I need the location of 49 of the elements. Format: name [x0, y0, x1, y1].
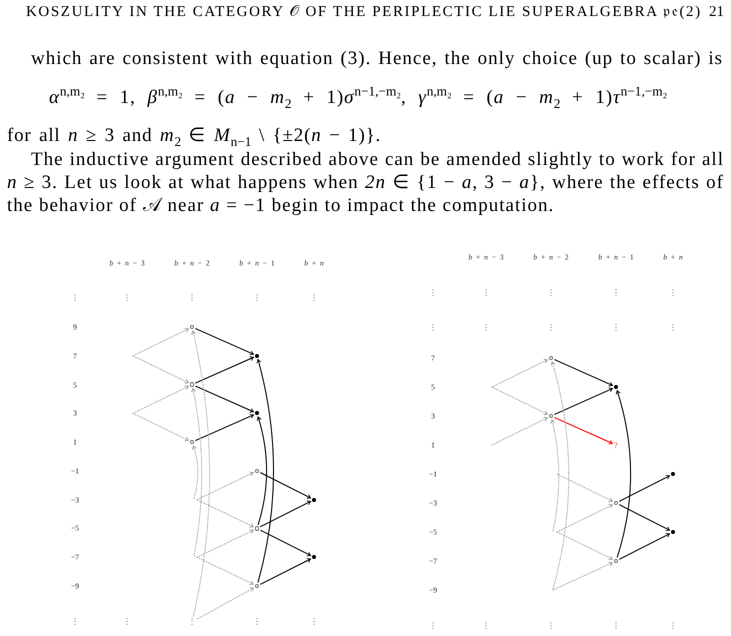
open-circle-icon	[548, 414, 554, 418]
paragraph: for all n ≥ 3 and m$_{2}$ ∈ M$_{n−1}$ \ {±2(n − 1)}.	[7, 124, 382, 146]
open-circle-icon	[548, 356, 554, 360]
ellipsis-mark: ⋮	[253, 294, 261, 302]
ellipsis-mark: ⋮	[188, 618, 196, 626]
ellipsis-mark: ⋮	[123, 294, 131, 302]
ellipsis-mark: ⋮	[71, 294, 79, 302]
ellipsis-mark: ⋮	[71, 618, 79, 626]
open-circle-icon	[254, 584, 260, 588]
ellipsis-mark: ⋮	[429, 622, 437, 630]
open-circle-icon	[254, 526, 260, 531]
filled-dot-icon	[312, 498, 316, 502]
filled-dot-icon	[670, 472, 676, 476]
ellipsis-mark: ⋮	[310, 294, 318, 302]
page-number: 21	[709, 3, 724, 21]
open-circle-icon	[614, 500, 618, 506]
ellipsis-mark: ⋮	[547, 622, 555, 630]
ellipsis-mark: ⋮	[253, 618, 261, 626]
ellipsis-mark: ⋮	[547, 289, 555, 297]
open-circle-icon	[190, 382, 194, 387]
ellipsis-mark: ⋮	[310, 618, 318, 626]
filled-dot-icon	[254, 411, 260, 416]
ellipsis-mark: ⋮	[429, 324, 437, 332]
ellipsis-mark: ⋮	[612, 289, 620, 297]
open-circle-icon	[614, 558, 618, 564]
ellipsis-mark: ⋮	[123, 618, 131, 626]
paragraph: The inductive argument described above can be amended slightly to work for all n ≥ 3. Let us look at what happens when 2n ∈ {1 − a, 3 − a}, where the effects of the behavior of 𝒜 near a = −1 begin to impact the computation.	[7, 148, 724, 216]
filled-dot-icon	[670, 530, 676, 534]
ellipsis-mark: ⋮	[482, 324, 490, 332]
open-circle-icon	[190, 324, 194, 330]
running-head: KOSZULITY IN THE CATEGORY 𝒪 OF THE PERIPLECTIC LIE SUPERALGEBRA 𝔭𝔢(2)	[26, 3, 702, 21]
ellipsis-mark: ⋮	[429, 289, 437, 297]
open-circle-icon	[254, 468, 260, 474]
open-circle-icon	[190, 440, 194, 444]
ellipsis-mark: ⋮	[669, 289, 677, 297]
paragraph: which are consistent with equation (3). Hence, the only choice (up to scalar) is	[31, 46, 723, 70]
filled-dot-icon	[254, 354, 260, 358]
filled-dot-icon	[614, 384, 618, 390]
ellipsis-mark: ⋮	[482, 622, 490, 630]
ellipsis-mark: ⋮	[547, 324, 555, 332]
ellipsis-mark: ⋮	[612, 622, 620, 630]
ellipsis-mark: ⋮	[669, 622, 677, 630]
question-mark: ?	[614, 440, 618, 449]
ellipsis-mark: ⋮	[612, 324, 620, 332]
equation: α$^{n,m₂}$ = 1, β$^{n,m₂}$ = (a −m$_{2}$ + 1)σ$^{n−1,−m₂}$, γ$^{n,m₂}$ = (a −m$_{2}$ + 1)τ$^{n−1,−m₂}$	[49, 86, 668, 108]
ellipsis-mark: ⋮	[188, 294, 196, 302]
ellipsis-mark: ⋮	[482, 289, 490, 297]
filled-dot-icon	[312, 555, 316, 560]
ellipsis-mark: ⋮	[669, 324, 677, 332]
